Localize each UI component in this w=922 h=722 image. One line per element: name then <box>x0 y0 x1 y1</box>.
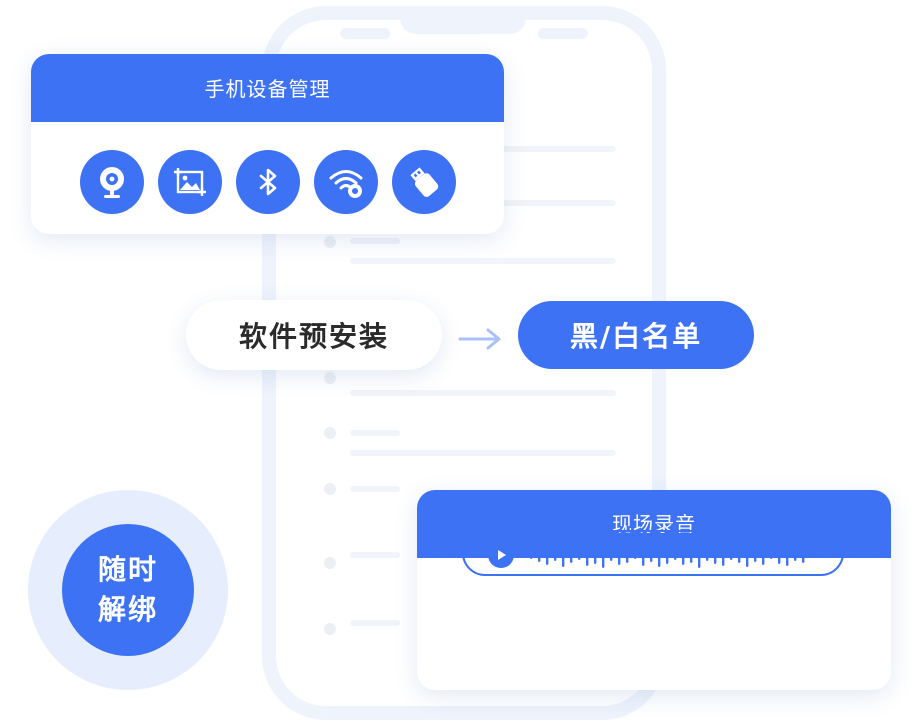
unbind-line1: 随时 <box>97 553 158 586</box>
phone-notch <box>400 10 526 34</box>
phone-list-line <box>350 238 400 244</box>
waveform-bar <box>738 545 741 563</box>
device-icon-row <box>31 122 504 214</box>
arrow-right-icon <box>458 328 501 350</box>
black-white-list-label: 黑/白名单 <box>569 320 703 353</box>
waveform-bar <box>626 545 629 563</box>
audio-player[interactable] <box>462 530 844 576</box>
waveform-bar <box>698 540 701 568</box>
phone-speaker-left <box>340 28 390 39</box>
phone-list-line <box>350 390 616 396</box>
waveform-bar <box>546 543 549 565</box>
waveform-bar <box>658 541 661 567</box>
device-management-card: 手机设备管理 <box>31 54 504 234</box>
waveform-bar <box>530 549 533 559</box>
waveform-bar <box>778 544 781 564</box>
waveform-bar <box>666 544 669 564</box>
waveform-bar <box>610 547 613 561</box>
waveform-bar <box>586 542 589 566</box>
waveform-bar <box>642 542 645 566</box>
phone-list-line <box>350 430 400 436</box>
phone-list-line <box>350 258 616 264</box>
wifi-settings-icon[interactable] <box>313 150 378 214</box>
phone-list-line <box>350 620 400 626</box>
phone-list-dot <box>324 236 336 248</box>
recording-title: 现场录音 <box>417 490 891 558</box>
device-management-title: 手机设备管理 <box>31 54 504 122</box>
waveform-bar <box>802 545 805 563</box>
waveform-bar <box>618 543 621 565</box>
waveform-bar <box>722 542 725 566</box>
phone-list-dot <box>324 427 336 439</box>
webcam-icon[interactable] <box>79 150 144 214</box>
waveform-bar <box>794 547 797 561</box>
waveform-bar <box>570 545 573 563</box>
phone-list-dot <box>324 623 336 635</box>
software-preinstall-pill[interactable]: 软件预安装 <box>186 300 442 370</box>
bluetooth-icon[interactable] <box>235 150 300 214</box>
phone-list-line <box>350 450 616 456</box>
waveform-bar <box>634 549 637 559</box>
waveform-bar <box>602 540 605 568</box>
waveform-bar <box>538 546 541 562</box>
waveform-bar <box>754 546 757 562</box>
unbind-line2: 解绑 <box>97 593 158 626</box>
audio-waveform <box>530 540 805 568</box>
phone-speaker-right <box>538 28 588 39</box>
waveform-bar <box>562 541 565 567</box>
usb-drive-icon[interactable] <box>391 150 456 214</box>
unbind-button[interactable]: 随时 解绑 <box>62 524 194 656</box>
recording-card: 现场录音 <box>417 490 891 690</box>
waveform-bar <box>730 548 733 560</box>
waveform-bar <box>554 547 557 561</box>
screenshot-icon[interactable] <box>157 150 222 214</box>
phone-list-line <box>350 552 400 558</box>
waveform-bar <box>682 543 685 565</box>
phone-list-line <box>350 486 400 492</box>
black-white-list-pill[interactable]: 黑/白名单 <box>518 301 754 369</box>
phone-list-dot <box>324 483 336 495</box>
waveform-bar <box>770 549 773 559</box>
waveform-bar <box>690 545 693 563</box>
waveform-bar <box>674 548 677 560</box>
waveform-bar <box>714 544 717 564</box>
waveform-bar <box>650 546 653 562</box>
phone-list-dot <box>324 557 336 569</box>
unbind-badge: 随时 解绑 <box>28 490 228 690</box>
waveform-bar <box>594 544 597 564</box>
waveform-bar <box>786 542 789 566</box>
software-preinstall-label: 软件预安装 <box>238 320 389 353</box>
phone-list-dot <box>324 372 336 384</box>
waveform-bar <box>762 543 765 565</box>
play-icon[interactable] <box>488 542 514 568</box>
waveform-bar <box>578 548 581 560</box>
waveform-bar <box>706 547 709 561</box>
waveform-bar <box>746 541 749 567</box>
